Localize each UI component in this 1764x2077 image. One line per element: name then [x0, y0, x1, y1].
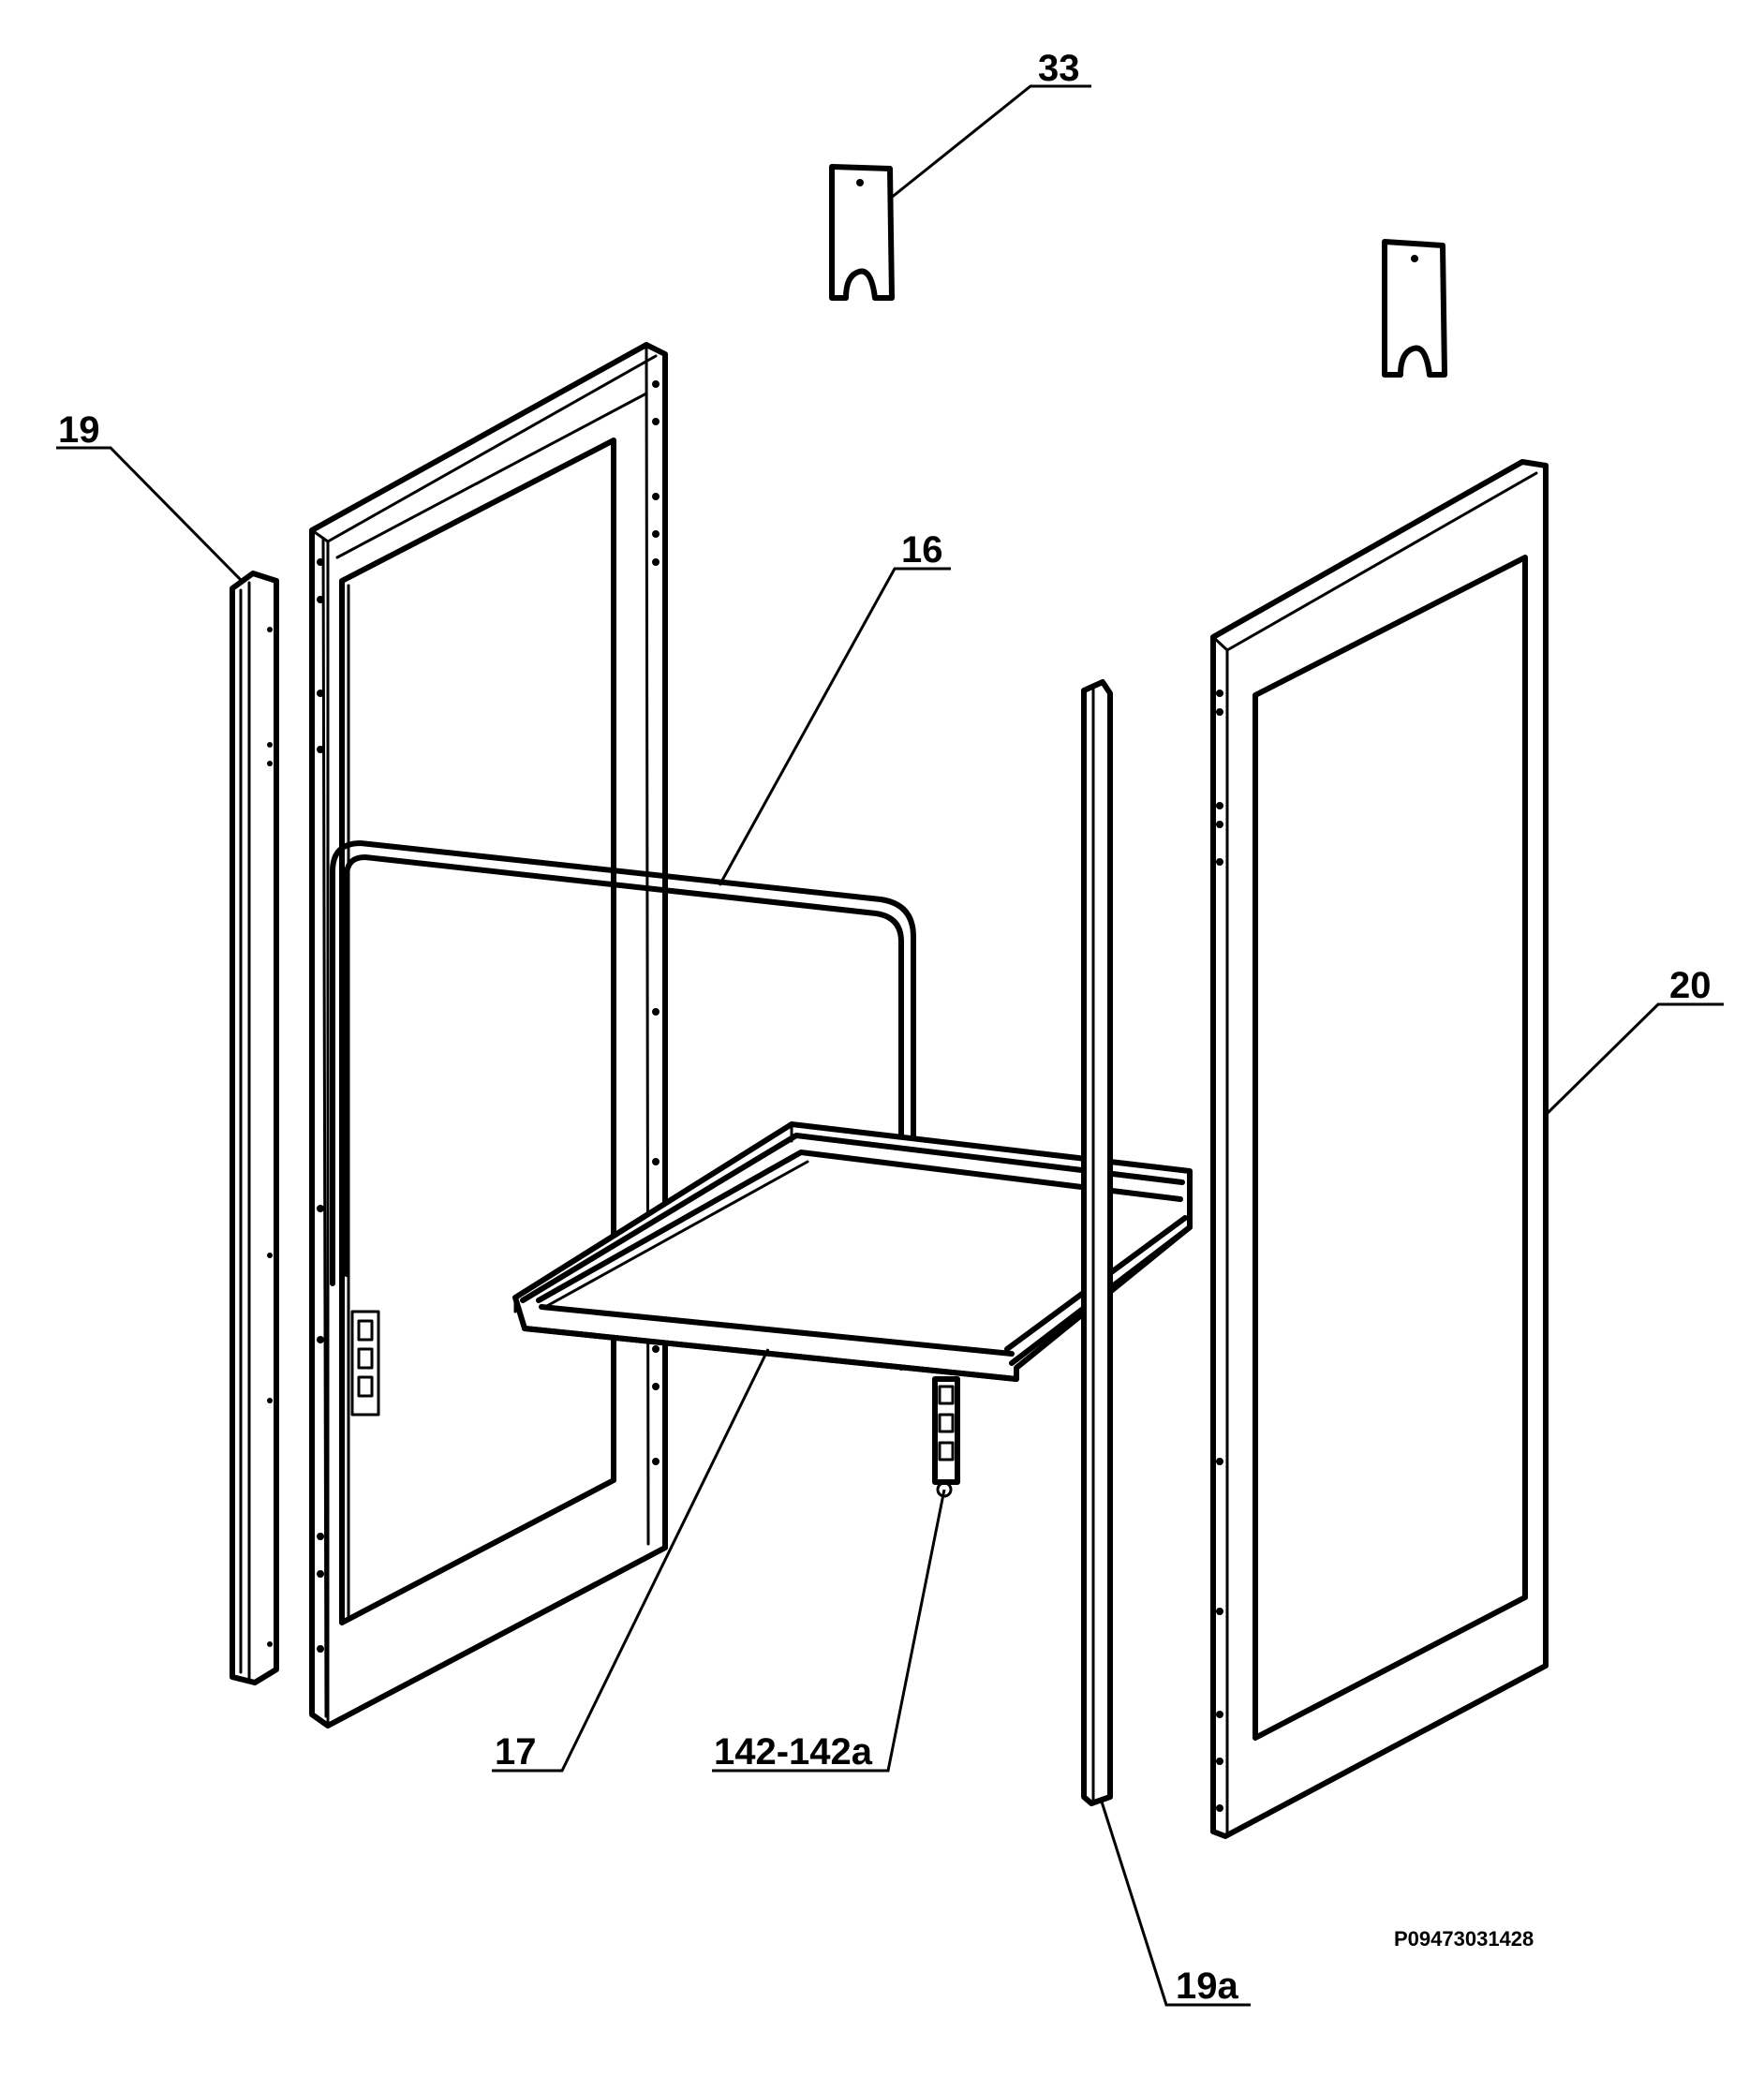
label-17: 17 [495, 1731, 537, 1773]
glass-frame [512, 1121, 1193, 1382]
side-strip-right [1081, 679, 1113, 1806]
hinge-bracket-right [1382, 239, 1447, 378]
door-gasket-wire [330, 840, 916, 1371]
retaining-clip [932, 1376, 960, 1498]
label-142-142a: 142-142a [714, 1731, 873, 1773]
leader-lines [56, 84, 1724, 2007]
label-20: 20 [1669, 965, 1712, 1006]
drawing-code: P09473031428 [1394, 1927, 1534, 1951]
hinge-bracket-left [829, 164, 895, 301]
door-panel-left [309, 342, 668, 1728]
part-labels: 33 19 16 20 17 142-142a 19a P09473031428 [58, 48, 1712, 2007]
label-33: 33 [1038, 48, 1080, 89]
label-19: 19 [58, 409, 100, 451]
outer-glass-panel [1210, 459, 1549, 1839]
label-16: 16 [901, 529, 943, 571]
label-19a: 19a [1176, 1966, 1238, 2007]
door-latch [350, 1310, 380, 1417]
side-strip-left [230, 571, 279, 1685]
